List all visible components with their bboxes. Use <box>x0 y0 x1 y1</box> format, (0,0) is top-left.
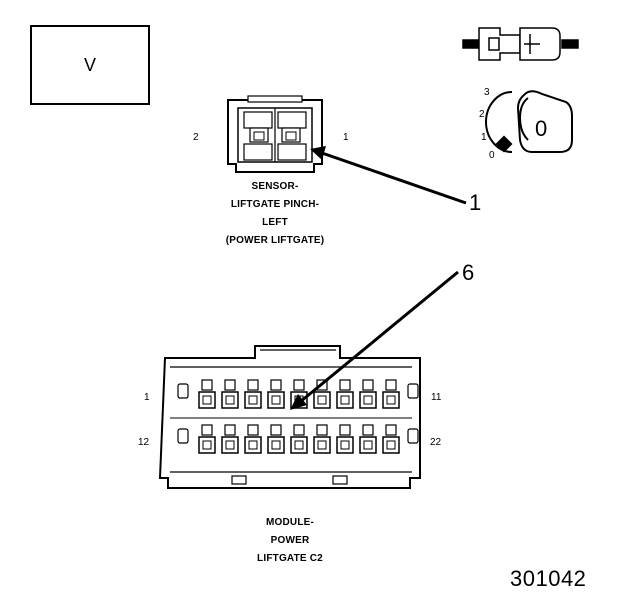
cavity-5 <box>267 379 285 409</box>
cavity-8 <box>336 379 354 409</box>
figure-number: 301042 <box>510 566 587 591</box>
inline-connector-icon <box>462 27 579 61</box>
cavity-1 <box>177 383 189 399</box>
cavity-16 <box>267 424 285 454</box>
key-position-0: 0 <box>489 150 495 161</box>
sensor-connector-face <box>227 95 323 173</box>
cavity-18 <box>313 424 331 454</box>
sensor-pin-1-label: 1 <box>343 132 349 143</box>
ignition-key-icon <box>485 90 573 153</box>
view-label: V <box>83 55 96 75</box>
cavity-15 <box>244 424 262 454</box>
cavity-17 <box>290 424 308 454</box>
cavity-19 <box>336 424 354 454</box>
module-pin-12-label: 12 <box>138 437 150 448</box>
module-pin-11-label: 11 <box>431 392 442 403</box>
callout-leaders <box>290 146 467 410</box>
callout-6: 6 <box>462 260 475 285</box>
module-title-line: LIFTGATE C2 <box>257 553 323 564</box>
module-title-line: POWER <box>270 535 310 546</box>
cavity-14 <box>221 424 239 454</box>
sensor-title-line: (POWER LIFTGATE) <box>225 235 325 246</box>
cavity-12 <box>177 428 189 444</box>
cavity-9 <box>359 379 377 409</box>
module-connector-title: MODULE- POWER LIFTGATE C2 <box>210 514 370 568</box>
sensor-title-line: LEFT <box>262 217 288 228</box>
cavity-13 <box>198 424 216 454</box>
callout-1: 1 <box>469 190 482 215</box>
cavity-10 <box>382 379 400 409</box>
key-position-3: 3 <box>484 87 490 98</box>
sensor-title-line: SENSOR- <box>251 181 299 192</box>
key-position-1: 1 <box>481 132 487 143</box>
sensor-connector-title: SENSOR- LIFTGATE PINCH- LEFT (POWER LIFT… <box>195 178 355 250</box>
module-cavities <box>177 379 419 454</box>
cavity-22 <box>407 428 419 444</box>
key-position-2: 2 <box>479 109 485 120</box>
cavity-21 <box>382 424 400 454</box>
cavity-2 <box>198 379 216 409</box>
sensor-title-line: LIFTGATE PINCH- <box>230 199 320 210</box>
module-connector-face <box>158 345 421 489</box>
cavity-20 <box>359 424 377 454</box>
module-pin-1-label: 1 <box>144 392 150 403</box>
view-box: V <box>30 25 150 105</box>
cavity-11 <box>407 383 419 399</box>
module-title-line: MODULE- <box>265 517 315 528</box>
key-label: 0 <box>535 116 548 141</box>
cavity-4 <box>244 379 262 409</box>
sensor-pin-2-label: 2 <box>193 132 199 143</box>
module-pin-22-label: 22 <box>430 437 442 448</box>
cavity-3 <box>221 379 239 409</box>
